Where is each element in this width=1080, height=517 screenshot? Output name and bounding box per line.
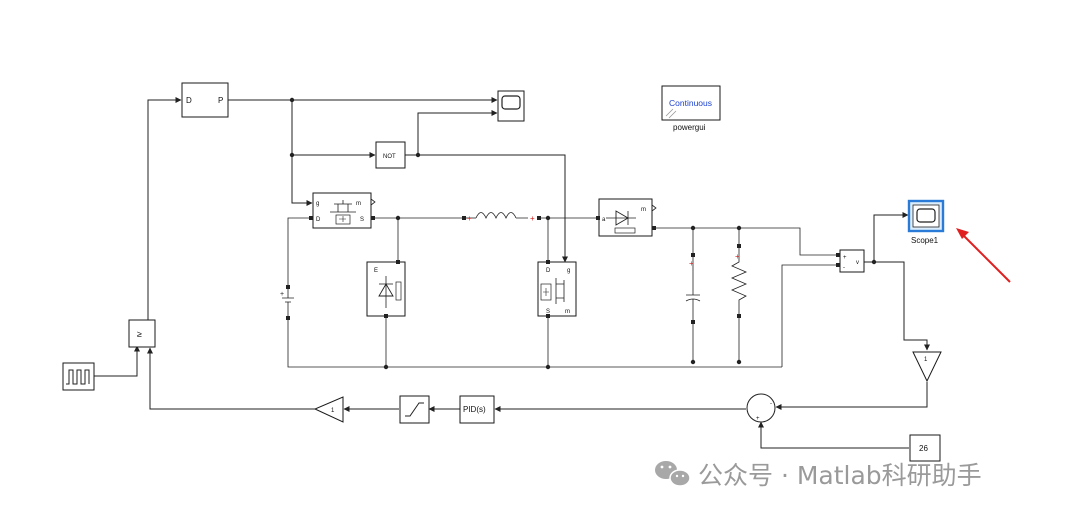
diode-symbol-icon (606, 210, 636, 234)
sum-plus-port: + (756, 416, 760, 422)
watermark: 公众号 · Matlab科研助手 (655, 461, 982, 490)
diode-vertical-icon (378, 276, 402, 308)
svg-text:+: + (530, 214, 535, 223)
voltage-measurement-block[interactable]: + - v (839, 249, 865, 273)
dff-d-port: D (186, 96, 192, 105)
saturation-block[interactable] (399, 395, 430, 424)
mosfet-top-block[interactable]: g m D S (312, 192, 376, 229)
scope1-caption: Scope1 (911, 236, 939, 245)
powergui-block[interactable]: Continuous powergui (661, 85, 721, 132)
constant-block[interactable]: 26 (909, 434, 941, 462)
mosfet-bottom-g-port: g (567, 268, 570, 274)
diode-bottom-e-port: E (374, 268, 378, 274)
relational-operator-block[interactable]: ≥ (128, 319, 156, 348)
powergui-mode: Continuous (669, 98, 712, 108)
gain-left-value: 1 (331, 408, 335, 414)
svg-text:+: + (735, 252, 740, 261)
powergui-caption: powergui (673, 123, 706, 132)
capacitor-block: + (685, 253, 701, 324)
svg-text:+: + (280, 291, 284, 298)
d-flipflop-block[interactable]: D P (181, 82, 229, 118)
sum-minus-port: - (770, 401, 772, 407)
vm-minus-port: - (843, 265, 845, 271)
svg-text:+: + (467, 214, 472, 223)
diode-top-block[interactable]: a m (598, 198, 657, 237)
scope1-block[interactable]: Scope1 (907, 199, 945, 245)
vm-plus-port: + (843, 255, 847, 261)
gain-left-block[interactable]: 1 (313, 396, 344, 423)
diode-top-a-port: a (602, 217, 606, 223)
junction-dots (289, 97, 877, 370)
relational-symbol: ≥ (137, 329, 142, 339)
mosfet-bottom-m-port: m (565, 309, 570, 315)
signal-wires (94, 97, 930, 449)
sum-block[interactable]: - + (746, 393, 776, 423)
wechat-icon (655, 461, 691, 487)
mosfet-bottom-s-port: S (546, 309, 550, 315)
gain-right-value: 1 (924, 357, 928, 363)
pid-label: PID(s) (463, 405, 486, 414)
scope1-icon (916, 208, 936, 223)
mosfet-top-g-port: g (316, 201, 319, 207)
resistor-block: + (730, 244, 748, 318)
mosfet-symbol-icon (330, 200, 356, 225)
diode-bottom-block[interactable]: E (366, 261, 406, 317)
pulse-generator-block[interactable] (62, 362, 95, 391)
saturation-icon (405, 402, 424, 417)
mosfet-top-d-port: D (316, 217, 321, 223)
dff-p-port: P (218, 96, 223, 105)
not-gate-label: NOT (383, 154, 396, 160)
mosfet-top-s-port: S (360, 217, 364, 223)
mosfet-top-m-port: m (356, 201, 361, 207)
inductor-block: + + (462, 212, 541, 223)
mosfet-bottom-block[interactable]: D g S m (537, 261, 577, 317)
not-gate-block[interactable]: NOT (375, 141, 406, 169)
power-wires (287, 217, 838, 368)
svg-text:+: + (689, 259, 694, 268)
powergui-icon (665, 108, 677, 119)
vm-out-port: v (856, 260, 859, 266)
mosfet-bottom-d-port: D (546, 268, 551, 274)
mosfet-vertical-icon (540, 278, 565, 304)
dc-source-block: + (280, 285, 294, 320)
gain-right-block[interactable]: 1 (912, 351, 942, 383)
scope-top-block[interactable] (497, 90, 525, 122)
watermark-text: 公众号 · Matlab科研助手 (698, 461, 982, 490)
pulse-icon (66, 369, 90, 385)
diode-top-m-port: m (641, 207, 646, 213)
annotation-arrow (956, 228, 1011, 283)
scope-icon (501, 95, 521, 110)
pid-controller-block[interactable]: PID(s) (459, 395, 495, 424)
constant-value: 26 (919, 444, 928, 453)
